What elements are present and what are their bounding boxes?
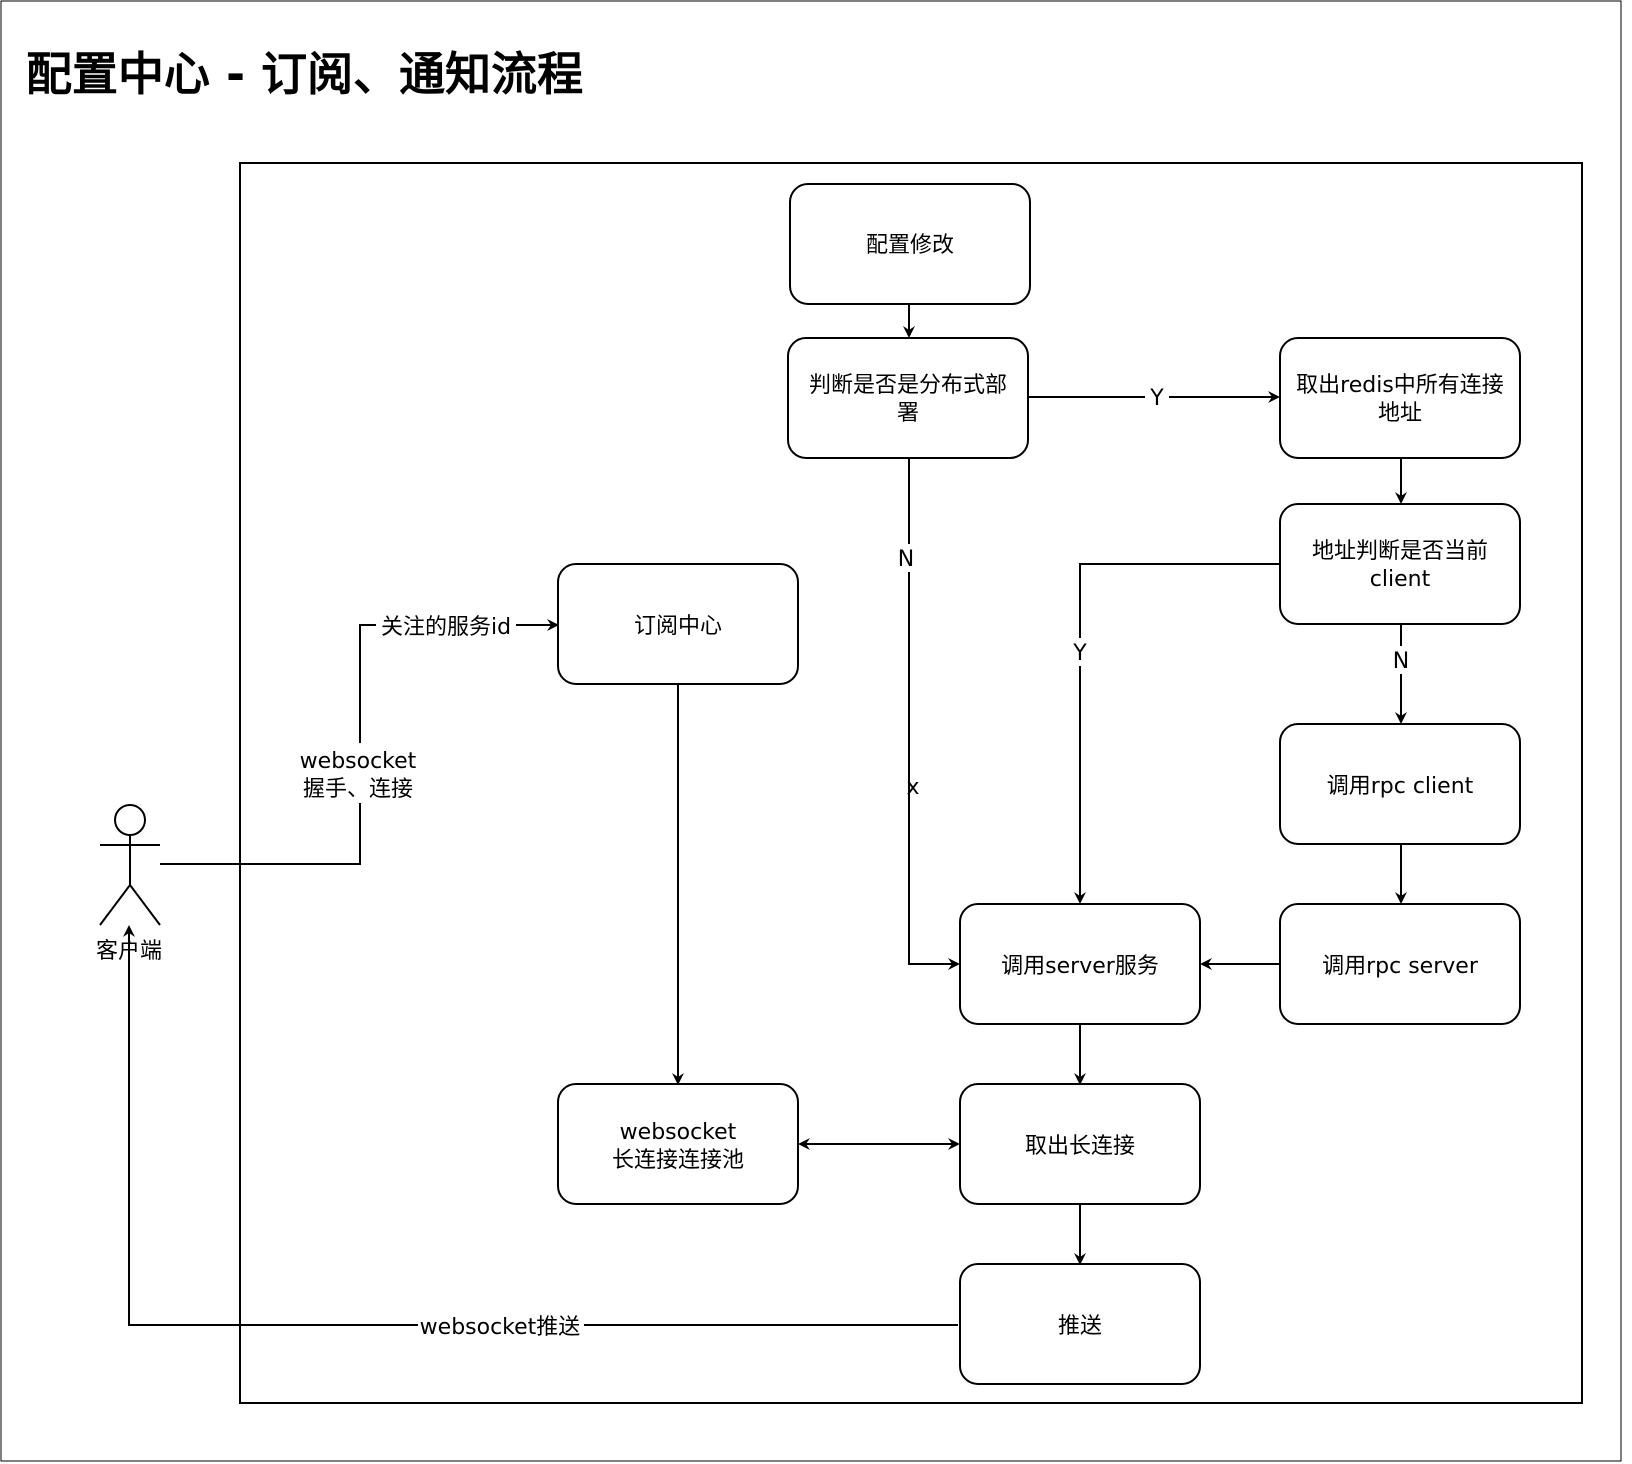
node-label: 调用server服务 xyxy=(1001,954,1159,979)
node-config-modify[interactable]: 配置修改 xyxy=(789,183,1031,305)
label-bg xyxy=(290,743,430,803)
node-label-line1: 取出redis中所有连接 xyxy=(1296,373,1504,398)
node-get-redis-addresses[interactable]: 取出redis中所有连接 地址 xyxy=(1279,337,1521,459)
node-call-rpc-server[interactable]: 调用rpc server xyxy=(1279,903,1521,1025)
diagram-title: 配置中心 - 订阅、通知流程 xyxy=(26,47,583,101)
node-subscription-center[interactable]: 订阅中心 xyxy=(557,563,799,685)
node-label: 配置修改 xyxy=(866,233,954,258)
edge-label-distributed-yes: Y xyxy=(1149,386,1164,411)
node-check-distributed[interactable]: 判断是否是分布式部 署 xyxy=(787,337,1029,459)
node-push[interactable]: 推送 xyxy=(959,1263,1201,1385)
node-label: 推送 xyxy=(1058,1314,1102,1339)
label-bg xyxy=(1145,383,1169,411)
edge-push-to-client xyxy=(123,925,958,1326)
node-label-line1: 判断是否是分布式部 xyxy=(809,373,1007,398)
node-label: 调用rpc client xyxy=(1327,774,1474,799)
edge-label-websocket-push: websocket推送 xyxy=(420,1315,581,1340)
node-label: 订阅中心 xyxy=(634,614,722,639)
system-boundary xyxy=(239,162,1583,1404)
node-label-line2: client xyxy=(1370,567,1431,592)
label-bg xyxy=(1067,638,1093,666)
edge-label-distributed-no: N xyxy=(898,547,914,572)
node-label-line2: 地址 xyxy=(1378,401,1422,426)
label-bg xyxy=(376,611,516,639)
label-bg xyxy=(418,1311,584,1339)
node-label-line1: websocket xyxy=(620,1120,737,1145)
edge-label-followed-service-id: 关注的服务id xyxy=(381,615,511,640)
edge-label-current-client-yes: Y xyxy=(1072,641,1087,666)
edge-label-no-mark: x xyxy=(906,775,919,800)
edge-label-current-client-no: N xyxy=(1393,649,1409,674)
edge-current-client-yes xyxy=(1074,563,1280,904)
node-check-current-client[interactable]: 地址判断是否当前 client xyxy=(1279,503,1521,625)
edge-label-handshake-line1: websocket xyxy=(300,749,417,774)
node-get-long-connection[interactable]: 取出长连接 xyxy=(959,1083,1201,1205)
node-label: 调用rpc server xyxy=(1322,954,1479,979)
label-bg xyxy=(895,544,923,572)
node-label-line2: 署 xyxy=(897,401,919,426)
node-call-server-service[interactable]: 调用server服务 xyxy=(959,903,1201,1025)
label-bg xyxy=(1387,646,1415,674)
node-websocket-pool[interactable]: websocket 长连接连接池 xyxy=(557,1083,799,1205)
node-call-rpc-client[interactable]: 调用rpc client xyxy=(1279,723,1521,845)
node-label-line2: 长连接连接池 xyxy=(612,1148,744,1173)
node-label-line1: 地址判断是否当前 xyxy=(1312,539,1488,564)
edge-distributed-no xyxy=(908,458,960,970)
edge-label-handshake-line2: 握手、连接 xyxy=(303,777,413,802)
node-label: 取出长连接 xyxy=(1025,1134,1135,1159)
client-actor-icon[interactable] xyxy=(99,804,161,926)
client-actor-label: 客户端 xyxy=(96,939,162,964)
